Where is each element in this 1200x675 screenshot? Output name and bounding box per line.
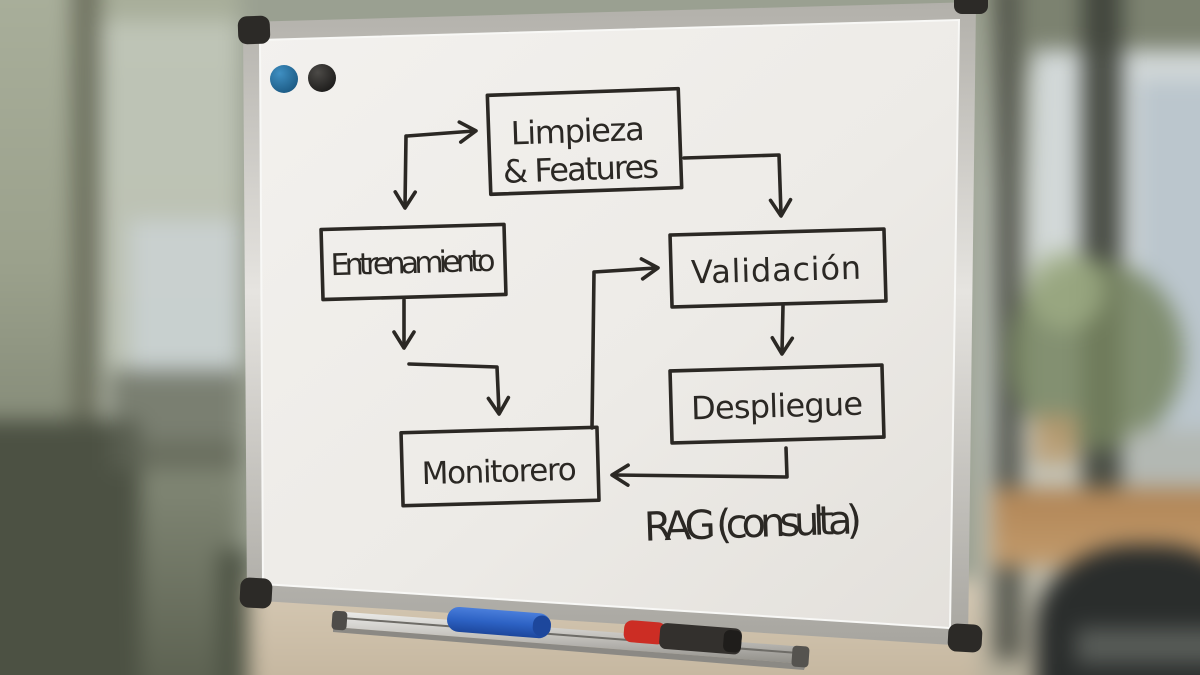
tray-end-cap-right [791, 645, 810, 668]
marker-black-body [659, 623, 742, 655]
black-marker-red-cap [623, 620, 742, 655]
chair-base [1076, 628, 1200, 664]
tray-end-cap-left [331, 610, 348, 631]
magnet-blue [270, 65, 298, 93]
node-label-despliegue: Despliegue [691, 385, 864, 428]
arrow-elbow-to-monitoreo [407, 362, 511, 416]
arrow-entry-to-limpieza [405, 120, 478, 144]
arrow-despliegue-to-monitoreo [610, 446, 789, 487]
annotation-rag-consulta: RAG (consulta) [643, 497, 862, 551]
node-label-monitoreo: Monitorero [421, 452, 577, 492]
corner-cap-top-right [954, 0, 988, 14]
node-limpieza-features [485, 86, 684, 197]
arrow-monitoreo-to-validacion [590, 257, 660, 430]
node-label-validacion: Validación [691, 249, 862, 292]
arrow-validacion-to-despliegue [770, 304, 795, 356]
corner-cap-bottom-right [947, 623, 983, 653]
corner-cap-bottom-left [239, 577, 273, 609]
board-left-shadow [218, 550, 248, 675]
arrow-entry-to-entrenamiento [393, 134, 417, 210]
blue-marker [447, 606, 551, 639]
blurred-furniture [110, 370, 260, 470]
node-despliegue [668, 363, 886, 445]
magnet-black [308, 64, 336, 92]
node-label-entrenamiento: Entrenamiento [330, 244, 496, 284]
node-validacion [668, 227, 888, 309]
arrow-limpieza-to-validacion [682, 153, 793, 218]
node-entrenamiento [319, 222, 508, 302]
node-monitoreo [399, 425, 601, 508]
marker-red-cap [623, 620, 667, 645]
node-label-limpieza-line1: Limpieza [510, 110, 645, 153]
plant-pot [1032, 415, 1078, 465]
window-light-patch [130, 220, 250, 380]
plant-leaves [1026, 250, 1106, 330]
corner-cap-top-left [237, 15, 271, 45]
node-label-limpieza-line2: & Features [502, 147, 659, 190]
